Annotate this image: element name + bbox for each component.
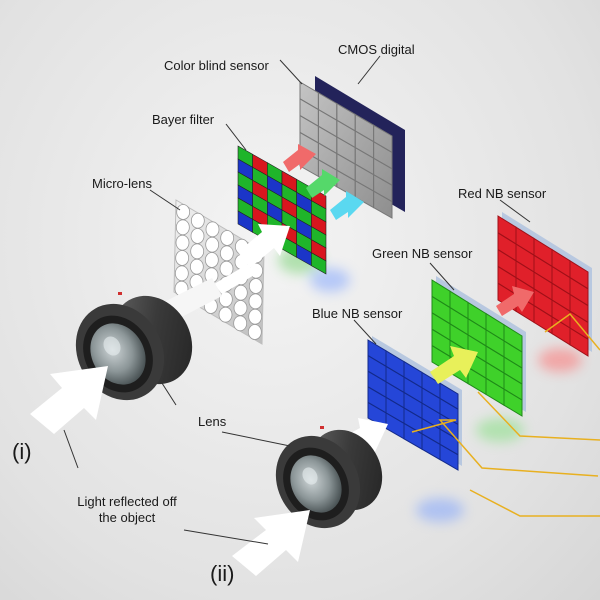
micro-lens-element [218, 306, 233, 323]
color-blind-sensor-label: Color blind sensor [164, 58, 269, 73]
micro-lens-element [248, 293, 263, 310]
micro-lens-element [220, 230, 235, 246]
blue-nb-sensor [367, 336, 462, 471]
red-nb-sensor-label: Red NB sensor [458, 186, 547, 201]
blue-nb-sensor-label: Blue NB sensor [312, 306, 403, 321]
cmos-digital-sensor [299, 76, 405, 219]
leader-lines [63, 55, 531, 545]
micro-lens-element [175, 234, 190, 251]
micro-lens-element [204, 252, 219, 268]
light-reflected-label: Light reflected off the object [58, 494, 196, 526]
micro-lens-label: Micro-lens [92, 176, 152, 191]
lens-label: Lens [198, 414, 227, 429]
micro-lens-element [190, 243, 205, 260]
green-arrow-icon [306, 169, 340, 198]
white-arrow-icon [232, 510, 310, 576]
micro-lens-element [205, 221, 220, 238]
micro-lens-element [174, 265, 189, 282]
path-i-label: (i) [12, 439, 32, 464]
sensor-pixel [503, 388, 523, 417]
white-arrow-icon [238, 224, 290, 268]
red-arrow-icon [496, 286, 534, 316]
micro-lens-element [248, 308, 263, 325]
micro-lens-array [173, 199, 265, 345]
white-arrow-icon [30, 366, 108, 434]
cmos-pixel-grid [299, 81, 393, 219]
sensor-pixel [569, 327, 589, 357]
path-ii-label: (ii) [210, 561, 235, 586]
lens-ii [275, 426, 383, 529]
micro-lens-element [219, 260, 234, 277]
micro-lens-element [190, 228, 205, 244]
sensor-pixel [373, 190, 393, 219]
micro-lens-element [218, 291, 233, 308]
micro-lens-element [233, 315, 248, 332]
micro-lens-element [175, 250, 190, 266]
bayer-filter-label: Bayer filter [152, 112, 215, 127]
micro-lens-element [175, 219, 190, 236]
sensor-wires [411, 312, 600, 517]
micro-lens-element [205, 236, 220, 253]
micro-lens-element [190, 212, 205, 229]
micro-lens-element [176, 204, 191, 220]
bayer-cell [311, 252, 327, 275]
light-reflected-line1: Light reflected off [77, 494, 177, 509]
light-glows [278, 246, 582, 522]
cmos-digital-label: CMOS digital [338, 42, 415, 57]
red-arrow-icon [283, 144, 316, 172]
sensor-pixel [439, 443, 459, 471]
micro-lens-element [233, 284, 248, 301]
micro-lens-element [219, 245, 234, 262]
light-reflected-line2: the object [98, 510, 156, 525]
micro-lens-element [248, 278, 263, 294]
bayer-to-cmos-arrows [283, 144, 364, 220]
micro-lens-element [233, 300, 248, 316]
cyan-arrow-icon [330, 191, 364, 220]
micro-lens-element [189, 258, 204, 275]
green-nb-sensor [431, 276, 526, 417]
micro-lens-element [247, 324, 262, 340]
green-nb-sensor-label: Green NB sensor [372, 246, 473, 261]
yellow-arrow-icon [430, 346, 478, 384]
red-nb-sensor [497, 212, 592, 357]
